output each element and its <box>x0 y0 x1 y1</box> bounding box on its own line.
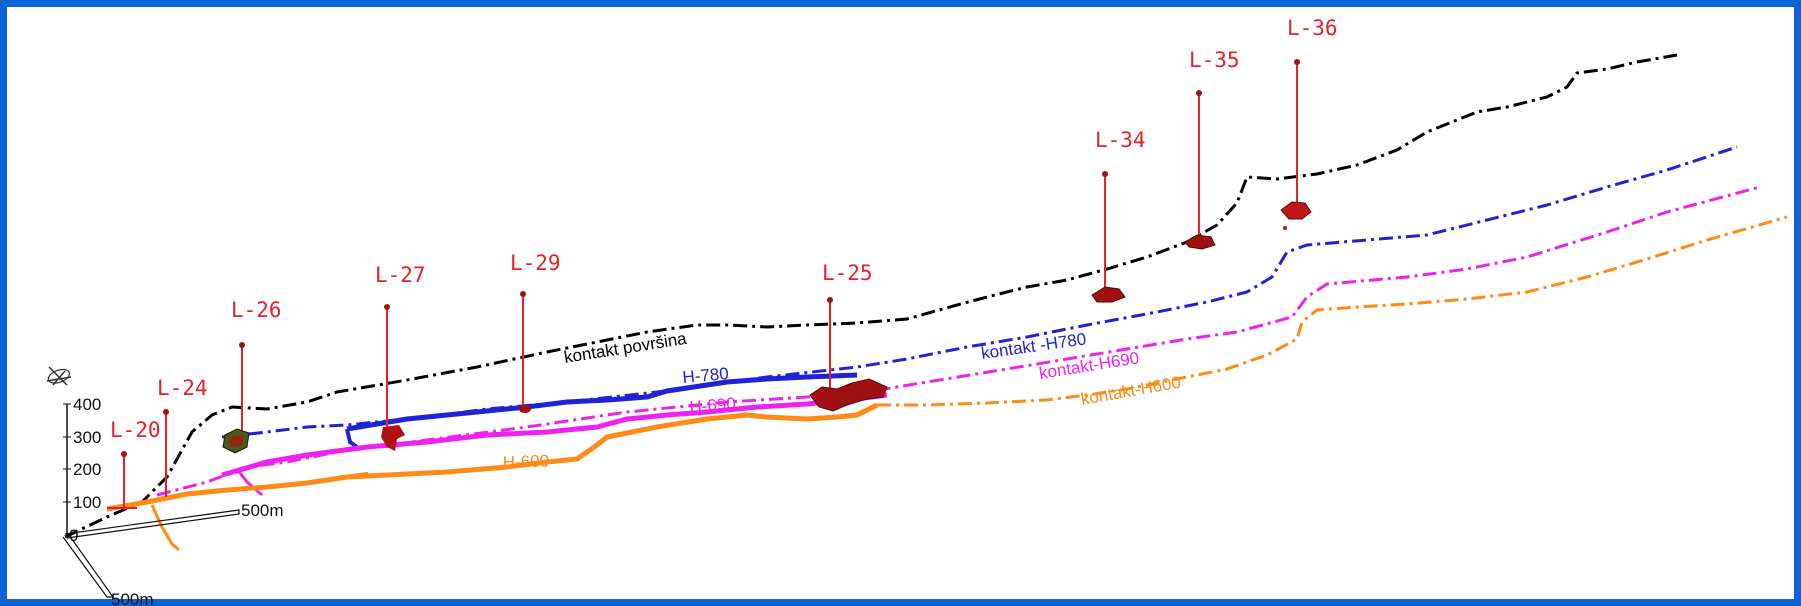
well-l20: L-20 <box>107 418 161 509</box>
well-l26: L-26 <box>231 298 282 442</box>
h780-level-line <box>346 372 858 432</box>
y-scale-label: 500m <box>111 590 154 606</box>
h600-contact-line <box>877 215 1788 407</box>
orebody-l26 <box>222 428 250 454</box>
orebody-l34 <box>1091 286 1126 303</box>
z-tick-400: 400 <box>73 395 101 414</box>
z-axis: 400 300 200 100 0 <box>63 395 101 545</box>
well-label-l29: L-29 <box>510 251 561 275</box>
h600-drift-2 <box>336 471 370 478</box>
h690-level-label: H-690 <box>689 394 737 417</box>
h600-drift <box>150 504 180 552</box>
orebody-l27 <box>381 425 405 451</box>
orebody-l36 <box>1280 201 1312 220</box>
well-label-l24: L-24 <box>157 376 208 400</box>
viewport: L-20 L-24 L-26 L-27 L-29 L-25 L-34 L-35 <box>7 7 1794 606</box>
orebody-l29 <box>519 405 531 413</box>
well-l34: L-34 <box>1095 128 1146 297</box>
well-label-l25: L-25 <box>822 261 873 285</box>
well-label-l36: L-36 <box>1287 16 1338 40</box>
well-l25: L-25 <box>822 261 873 402</box>
well-l24: L-24 <box>157 376 208 497</box>
h780-level-label: H-780 <box>682 364 730 387</box>
compass-icon[interactable] <box>46 366 72 386</box>
h780-contact-line <box>221 145 1738 439</box>
well-label-l27: L-27 <box>375 263 426 287</box>
x-axis-scale: 500m <box>64 501 284 539</box>
well-l29: L-29 <box>510 251 561 410</box>
h690-drift <box>235 468 263 497</box>
z-tick-200: 200 <box>73 460 101 479</box>
h600-level-line <box>106 402 879 512</box>
h600-contact-label: kontakt-H600 <box>1079 373 1182 409</box>
well-l35: L-35 <box>1189 48 1240 242</box>
z-tick-100: 100 <box>73 493 101 512</box>
h690-contact-label: kontakt-H690 <box>1038 348 1141 383</box>
z-tick-300: 300 <box>73 428 101 447</box>
well-l36: L-36 <box>1287 16 1338 212</box>
x-scale-label: 500m <box>241 501 284 520</box>
surface-contact-label: kontakt površina <box>563 329 689 367</box>
geology-3d-view: L-20 L-24 L-26 L-27 L-29 L-25 L-34 L-35 <box>46 16 1788 606</box>
z-tick-0: 0 <box>69 526 78 545</box>
y-axis-scale: 500m <box>62 534 154 606</box>
h690-level-line <box>221 392 888 478</box>
surface-contact-line <box>64 53 1678 539</box>
well-l27: L-27 <box>375 263 426 447</box>
orebody-l36-small <box>1283 226 1287 230</box>
orebody-l25 <box>809 378 888 412</box>
h600-level-label: H-600 <box>502 451 549 472</box>
well-label-l34: L-34 <box>1095 128 1146 152</box>
well-label-l35: L-35 <box>1189 48 1240 72</box>
well-label-l20: L-20 <box>110 418 161 442</box>
well-label-l26: L-26 <box>231 298 282 322</box>
h780-drift <box>345 428 359 449</box>
h690-contact-line <box>156 185 1761 497</box>
orebody-l35 <box>1184 234 1216 250</box>
